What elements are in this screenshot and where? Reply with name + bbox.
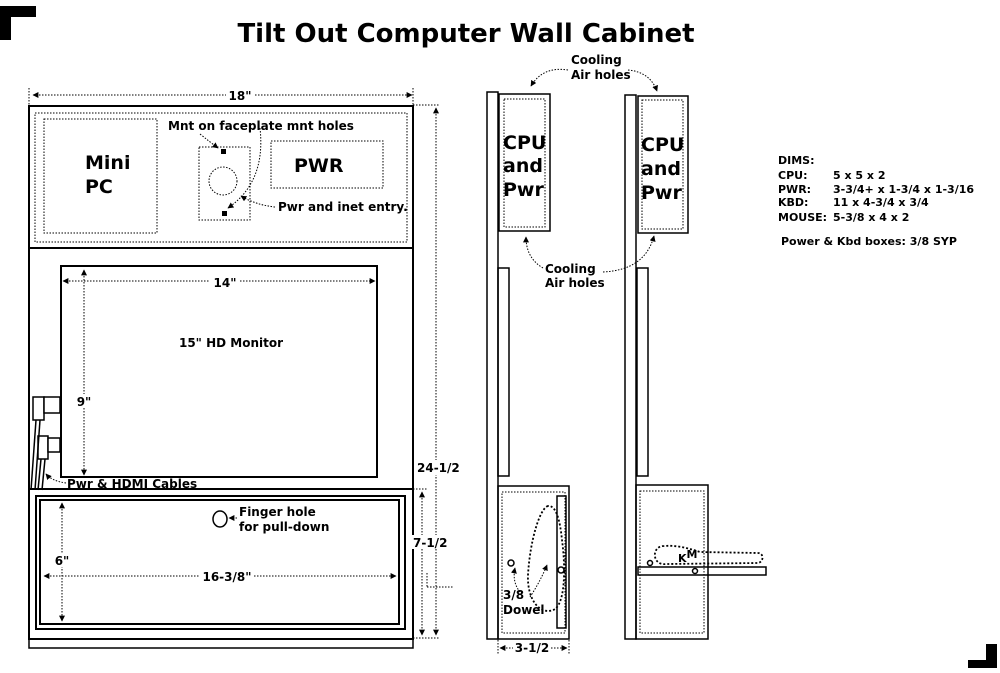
- side-back-panel: [486, 91, 499, 640]
- side-mouse-cord: [527, 505, 566, 612]
- base-strip: [28, 638, 414, 649]
- drawer-section-dim-label: 7-1/2: [413, 536, 447, 550]
- side2-cpu-label-line2: and: [641, 158, 681, 180]
- dims-row-value: 5 x 5 x 2: [833, 169, 885, 182]
- side-view-closed: CPU and Pwr 3/8 Dowel 3-1/2: [486, 91, 570, 655]
- width-dim-label: 18": [229, 89, 252, 103]
- side2-keyboard-tray: [637, 566, 767, 576]
- side2-cpu-label-line3: Pwr: [641, 182, 682, 204]
- mini-pc-box: [43, 118, 158, 234]
- cable-plugs: [30, 396, 61, 491]
- dims-row-value: 11 x 4-3/4 x 3/4: [833, 196, 929, 209]
- dowel-label-line2: Dowel: [503, 603, 545, 617]
- pwr-box: [270, 140, 384, 189]
- side2-back-panel: [624, 94, 637, 640]
- mini-pc-label: Mini: [85, 152, 130, 174]
- side-cpu-box: [498, 93, 551, 232]
- cables-note: Pwr & HDMI Cables: [67, 477, 197, 491]
- corner-mark-top-left: [0, 6, 36, 40]
- dims-row-label: MOUSE:: [778, 211, 827, 224]
- front-view: 18" Mini PC Mnt on faceplate mnt holes P…: [28, 88, 460, 649]
- keyboard-mouse-label: KM: [678, 548, 697, 565]
- side-keyboard-upright: [556, 495, 567, 629]
- monitor-width-dim-label: 14": [214, 276, 237, 290]
- drawer-width-dim-label: 16-3/8": [202, 570, 251, 584]
- cooling-top-label: Cooling: [571, 53, 622, 67]
- finger-hole: [212, 510, 228, 528]
- finger-hole-note: Finger hole: [239, 505, 316, 519]
- dims-row-label: PWR:: [778, 183, 811, 196]
- dims-legend: DIMS: CPU: 5 x 5 x 2 PWR: 3-3/4+ x 1-3/4…: [778, 154, 974, 248]
- corner-mark-bottom-right: [968, 644, 997, 668]
- page-title: Tilt Out Computer Wall Cabinet: [237, 19, 694, 49]
- total-height-dim-label: 24-1/2: [417, 461, 460, 475]
- faceplate: [198, 146, 251, 221]
- side-view-open: CPU and Pwr KM: [624, 94, 767, 640]
- depth-dim-label: 3-1/2: [515, 641, 549, 655]
- side2-cpu-box: [637, 95, 689, 234]
- side-cpu-label-line3: Pwr: [503, 179, 544, 201]
- mini-pc-label-line2: PC: [85, 176, 113, 198]
- side-drawer-box: [497, 485, 570, 640]
- monitor-label: 15" HD Monitor: [179, 336, 283, 350]
- cooling-mid-label: Cooling: [545, 262, 596, 276]
- dims-row-value: 3-3/4+ x 1-3/4 x 1-3/16: [833, 183, 974, 196]
- side2-drawer-box: [635, 484, 709, 640]
- dowel-label: 3/8: [503, 588, 524, 602]
- monitor-outline: [60, 265, 378, 478]
- pwr-box-label: PWR: [294, 155, 344, 177]
- drawer-height-dim-label: 6": [55, 554, 70, 568]
- side2-cpu-label: CPU: [641, 134, 684, 156]
- dims-row-label: KBD:: [778, 196, 808, 209]
- dims-note: Power & Kbd boxes: 3/8 SYP: [781, 235, 957, 248]
- side2-monitor-edge: [636, 267, 649, 477]
- dims-row-value: 5-3/8 x 4 x 2: [833, 211, 909, 224]
- side-cpu-label: CPU: [503, 132, 546, 154]
- side-cpu-label-line2: and: [503, 155, 543, 177]
- side-monitor-edge: [497, 267, 510, 477]
- dims-row-label: CPU:: [778, 169, 807, 182]
- pwr-inet-note: Pwr and inet entry.: [278, 200, 408, 214]
- monitor-height-dim-label: 9": [77, 395, 92, 409]
- mount-hole-bottom: [222, 211, 227, 216]
- mount-note: Mnt on faceplate mnt holes: [168, 119, 354, 133]
- side2-mouse-cord: [653, 544, 764, 565]
- mount-hole-top: [221, 149, 226, 154]
- cable-entry-hole: [208, 166, 238, 196]
- finger-hole-note-line2: for pull-down: [239, 520, 329, 534]
- cooling-mid-label-line2: Air holes: [545, 276, 605, 290]
- cooling-top-label-line2: Air holes: [571, 68, 631, 82]
- dims-heading: DIMS:: [778, 154, 815, 167]
